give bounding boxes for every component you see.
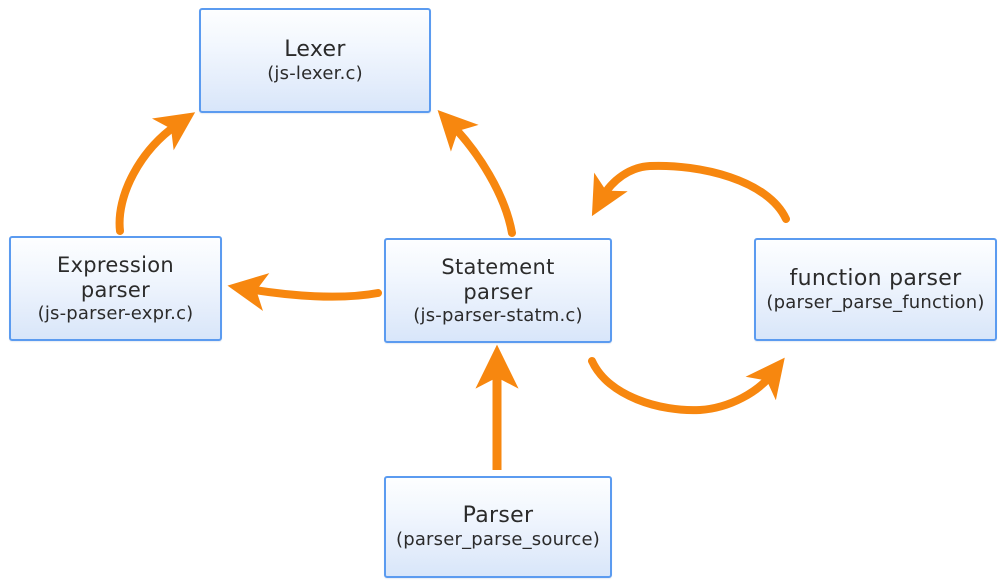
node-expression-parser[interactable]: Expression parser (js-parser-expr.c) <box>9 236 222 341</box>
node-function-parser-subtitle: (parser_parse_function) <box>766 291 985 313</box>
node-statement-parser-subtitle: (js-parser-statm.c) <box>413 304 583 326</box>
node-function-parser-title: function parser <box>789 265 962 291</box>
edge-statement-to-function <box>588 357 785 415</box>
edge-function-to-statement <box>591 161 790 223</box>
node-lexer-subtitle: (js-lexer.c) <box>267 62 363 84</box>
edge-statement-to-expression <box>227 273 382 311</box>
node-function-parser[interactable]: function parser (parser_parse_function) <box>754 238 997 341</box>
node-parser-subtitle: (parser_parse_source) <box>395 529 601 551</box>
node-parser[interactable]: Parser (parser_parse_source) <box>384 476 612 578</box>
edge-expression-to-lexer <box>115 112 196 235</box>
node-expression-parser-subtitle: (js-parser-expr.c) <box>37 302 194 324</box>
node-parser-title: Parser <box>462 503 534 529</box>
node-lexer-title: Lexer <box>284 36 346 62</box>
node-lexer[interactable]: Lexer (js-lexer.c) <box>199 8 431 113</box>
node-statement-parser-title-line1: Statement <box>441 255 555 280</box>
edge-statement-to-lexer <box>437 110 516 237</box>
node-statement-parser-title-line2: parser <box>463 279 533 304</box>
node-expression-parser-title-line2: parser <box>80 277 151 302</box>
node-expression-parser-title-line1: Expression <box>57 253 174 278</box>
node-statement-parser[interactable]: Statement parser (js-parser-statm.c) <box>384 238 612 343</box>
